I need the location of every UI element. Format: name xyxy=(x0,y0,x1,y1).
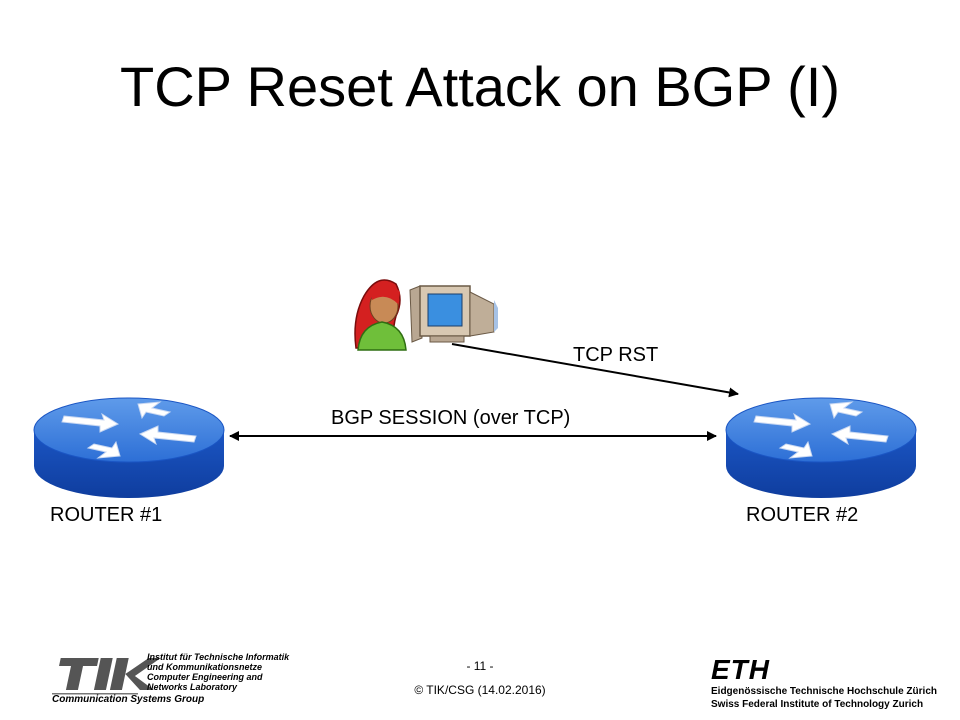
computer-icon xyxy=(409,285,498,343)
tcp-rst-arrow xyxy=(451,343,739,398)
bgp-session-label: BGP SESSION (over TCP) xyxy=(331,407,571,429)
tik-logo xyxy=(52,658,161,695)
eth-logo-mark: ETH xyxy=(711,654,770,685)
tcp-rst-label: TCP RST xyxy=(573,344,659,366)
router-2-icon xyxy=(725,397,917,498)
router-1-label: ROUTER #1 xyxy=(50,504,163,526)
tik-line: Institut für Technische Informatik xyxy=(147,652,290,662)
page-number: - 11 - xyxy=(466,659,494,673)
attacker-icon xyxy=(354,279,407,351)
tik-line: Networks Laboratory xyxy=(147,682,238,692)
eth-name-english: Swiss Federal Institute of Technology Zu… xyxy=(711,699,924,710)
copyright-notice: © TIK/CSG (14.02.2016) xyxy=(414,683,546,697)
tik-line: und Kommunikationsnetze xyxy=(147,662,263,672)
slide-title: TCP Reset Attack on BGP (I) xyxy=(120,55,840,118)
router-2-label: ROUTER #2 xyxy=(746,504,859,526)
tik-institute-text: Institut für Technische Informatik und K… xyxy=(147,652,289,692)
tik-line: Computer Engineering and xyxy=(147,672,263,682)
tik-group-name: Communication Systems Group xyxy=(52,694,205,705)
router-1-icon xyxy=(33,397,225,498)
eth-name-german: Eidgenössische Technische Hochschule Zür… xyxy=(711,686,937,697)
